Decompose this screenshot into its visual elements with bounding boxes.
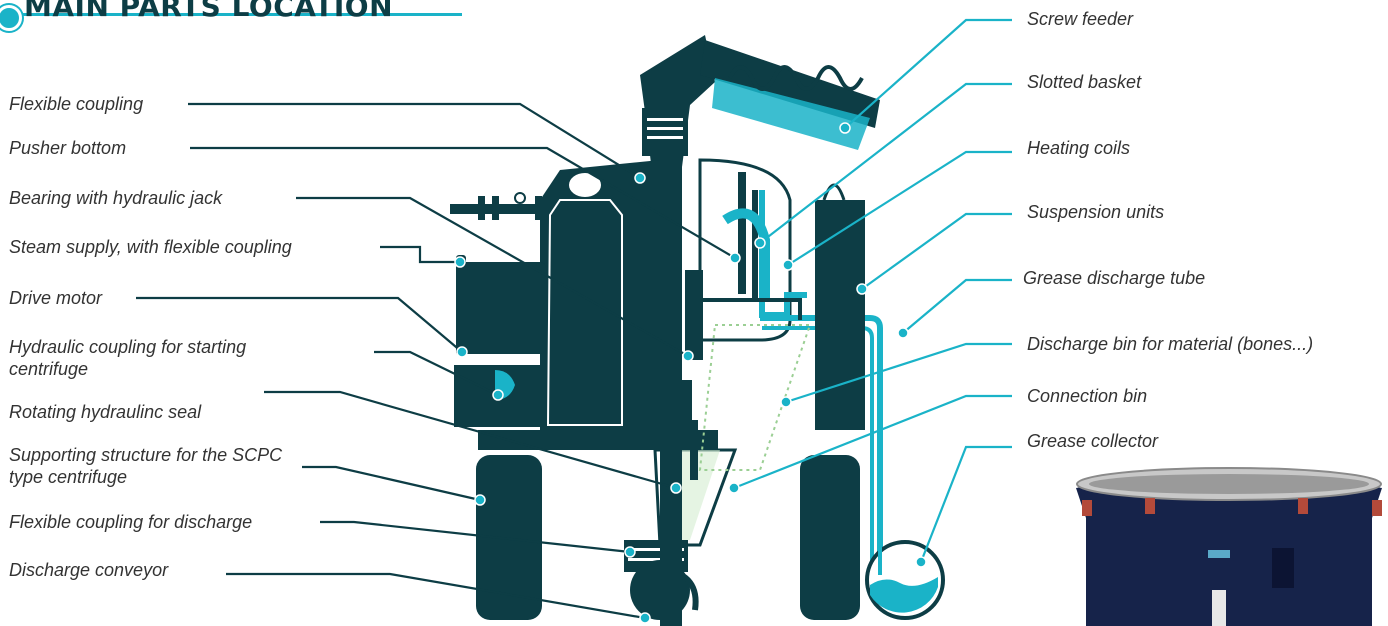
support-leg-right [800,455,860,620]
label-grease-discharge-tube: Grease discharge tube [1023,267,1205,289]
drive-motor [458,262,546,354]
label-suspension-units: Suspension units [1027,201,1164,223]
label-slotted-basket: Slotted basket [1027,71,1141,93]
label-discharge-conveyor: Discharge conveyor [9,559,168,581]
label-heating-coils: Heating coils [1027,137,1130,159]
label-flexible-coupling-discharge: Flexible coupling for discharge [9,511,252,533]
label-rotating-seal: Rotating hydraulinc seal [9,401,201,423]
label-bearing-hydraulic-jack: Bearing with hydraulic jack [9,187,222,209]
label-pusher-bottom: Pusher bottom [9,137,126,159]
centrifuge-photo [1074,468,1388,626]
label-steam-supply: Steam supply, with flexible coupling [9,236,292,258]
center-column [660,160,682,626]
label-screw-feeder: Screw feeder [1027,8,1133,30]
label-drive-motor: Drive motor [9,287,102,309]
label-supporting-structure: Supporting structure for the SCPC type c… [9,444,309,488]
label-grease-collector: Grease collector [1027,430,1158,452]
label-flexible-coupling: Flexible coupling [9,93,143,115]
heating-coil-strip [738,172,746,294]
machine-body [450,35,943,626]
suspension-unit [815,200,865,430]
label-discharge-bin: Discharge bin for material (bones...) [1027,333,1313,355]
label-connection-bin: Connection bin [1027,385,1147,407]
label-hydraulic-coupling: Hydraulic coupling for starting centrifu… [9,336,329,380]
feed-bellows [642,108,688,156]
